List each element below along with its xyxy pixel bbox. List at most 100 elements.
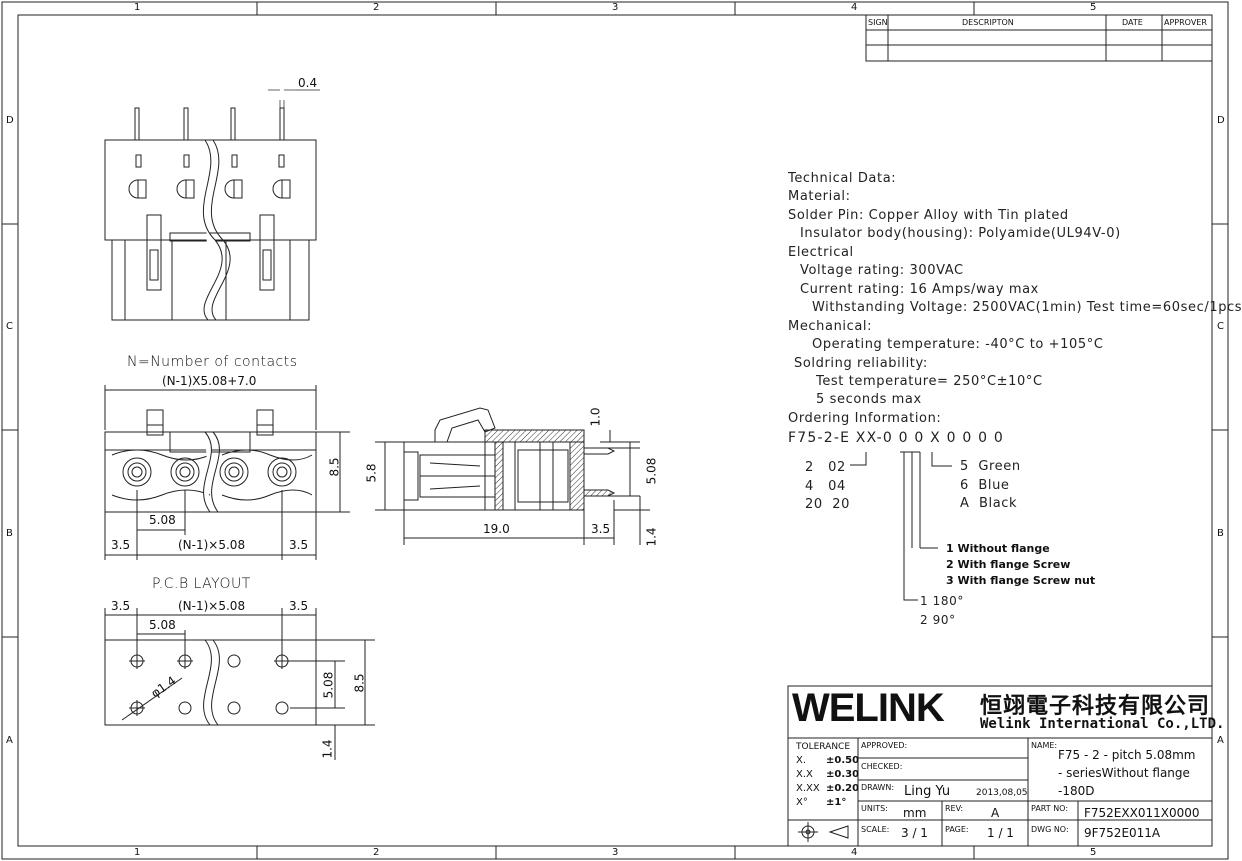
units-value: mm: [903, 806, 927, 820]
col-label-5-bottom: 5: [1090, 847, 1097, 858]
pcb-dim-edge-left: 3.5: [111, 599, 131, 613]
tech-line-6: Voltage rating: 300VAC: [800, 263, 964, 278]
tolerance-row-1: X.±0.50: [796, 755, 860, 766]
tech-line-10: Operating temperature: -40°C to +105°C: [812, 337, 1104, 352]
name-line-1: F75 - 2 - pitch 5.08mm: [1058, 748, 1196, 762]
col-label-1-top: 1: [134, 2, 141, 13]
col-label-3-top: 3: [612, 2, 619, 13]
tech-line-9: Mechanical:: [788, 319, 873, 334]
page-value: 1 / 1: [987, 826, 1014, 840]
pcb-dim-height: 8.5: [352, 673, 367, 693]
part-no-value: F752EXX011X0000: [1084, 806, 1200, 820]
tech-line-11: Soldring reliability:: [794, 356, 928, 371]
col-label-4-bottom: 4: [851, 847, 858, 858]
company-name-cn: 恒翊電子科技有限公司: [980, 693, 1211, 719]
tech-line-14: Ordering Information:: [788, 411, 942, 426]
col-label-4-top: 4: [851, 2, 858, 13]
rev-header-sign: SIGN: [868, 18, 888, 27]
angle-option-1: 1 180°: [920, 594, 964, 608]
dim-pin-width: 0.4: [298, 76, 318, 90]
col-label-3-bottom: 3: [612, 847, 619, 858]
row-label-a-left: A: [6, 735, 13, 746]
side-view: [375, 407, 650, 545]
pcb-layout-view: [104, 608, 375, 760]
drawn-date: 2013,08,05: [976, 788, 1028, 798]
dim-front-height: 8.5: [327, 457, 342, 477]
dim-span: (N-1)×5.08: [178, 538, 246, 552]
pcb-dim-edge-right: 3.5: [289, 599, 309, 613]
name-line-3: -180D: [1058, 784, 1095, 798]
color-option-2: 6 Blue: [960, 478, 1010, 493]
flange-option-2: 2 With flange Screw: [946, 558, 1071, 571]
contacts-note: N=Number of contacts: [127, 354, 298, 370]
tech-line-7: Current rating: 16 Amps/way max: [800, 282, 1039, 297]
rev-header-approver: APPROVER: [1164, 18, 1207, 27]
front-view: [104, 385, 350, 560]
title-block-lines: [787, 685, 1213, 847]
units-label: UNITS:: [861, 804, 888, 813]
company-logo: WELINK: [792, 686, 945, 730]
flange-option-1: 1 Without flange: [946, 542, 1050, 555]
color-option-3: A Black: [960, 496, 1018, 511]
pcb-dim-span: (N-1)×5.08: [178, 599, 246, 613]
checked-label: CHECKED:: [861, 762, 903, 771]
top-view: [104, 89, 320, 321]
tolerance-label: TOLERANCE: [796, 742, 851, 752]
approved-label: APPROVED:: [861, 741, 908, 750]
row-label-c-right: C: [1217, 321, 1224, 332]
dwg-no-value: 9F752E011A: [1084, 826, 1161, 840]
rev-header-description: DESCRIPTON: [962, 18, 1014, 27]
dim-pin-offset: 1.4: [644, 527, 659, 547]
name-label: NAME:: [1031, 741, 1058, 750]
dim-overall-width: (N-1)X5.08+7.0: [162, 374, 257, 388]
tech-line-13: 5 seconds max: [816, 392, 922, 407]
row-label-c-left: C: [6, 321, 13, 332]
col-label-5-top: 5: [1090, 2, 1097, 13]
tech-line-3: Solder Pin: Copper Alloy with Tin plated: [788, 208, 1069, 223]
ways-option-3: 20 20: [805, 497, 850, 512]
tech-line-1: Technical Data:: [788, 171, 897, 186]
dim-side-depth: 19.0: [483, 522, 510, 536]
col-label-2-top: 2: [373, 2, 380, 13]
tolerance-row-4: X°±1°: [796, 797, 847, 808]
row-label-d-left: D: [6, 115, 14, 126]
rev-value: A: [991, 806, 1000, 820]
tech-line-2: Material:: [788, 189, 851, 204]
dim-edge-right: 3.5: [289, 538, 309, 552]
rev-label: REV:: [945, 804, 964, 813]
drawn-label: DRAWN:: [861, 783, 895, 792]
dim-pin-thickness: 1.0: [588, 407, 603, 427]
drawn-by: Ling Yu: [904, 784, 951, 799]
dim-pin-spacing: 5.08: [644, 457, 659, 485]
col-label-1-bottom: 1: [134, 847, 141, 858]
rev-header-date: DATE: [1122, 18, 1143, 27]
col-label-2-bottom: 2: [373, 847, 380, 858]
row-label-a-right: A: [1217, 735, 1224, 746]
scale-value: 3 / 1: [901, 826, 928, 840]
dim-side-edge: 3.5: [591, 522, 611, 536]
flange-option-3: 3 With flange Screw nut: [946, 574, 1096, 587]
tech-line-5: Electrical: [788, 245, 854, 260]
row-label-d-right: D: [1217, 115, 1225, 126]
name-line-2: - seriesWithout flange: [1058, 766, 1190, 780]
ways-option-1: 2 02: [805, 460, 846, 475]
scale-label: SCALE:: [861, 825, 890, 834]
tech-line-12: Test temperature= 250°C±10°C: [816, 374, 1043, 389]
pcb-dim-pitch: 5.08: [149, 618, 176, 632]
company-name-en: Welink International Co.,LTD.: [980, 716, 1225, 732]
ways-option-2: 4 04: [805, 479, 846, 494]
ordering-leaders: [850, 451, 952, 601]
pcb-layout-title: P.C.B LAYOUT: [152, 576, 251, 592]
page-label: PAGE:: [945, 825, 969, 834]
row-label-b-right: B: [1217, 528, 1224, 539]
color-option-1: 5 Green: [960, 459, 1021, 474]
ordering-code: F75-2-E XX-0 0 0 X 0 0 0 0: [788, 430, 1005, 446]
tolerance-row-3: X.XX±0.20: [796, 783, 860, 794]
dwg-no-label: DWG NO:: [1031, 825, 1069, 834]
tech-line-4: Insulator body(housing): Polyamide(UL94V…: [800, 226, 1121, 241]
dim-pitch: 5.08: [149, 513, 176, 527]
dim-side-height: 5.8: [364, 463, 379, 483]
